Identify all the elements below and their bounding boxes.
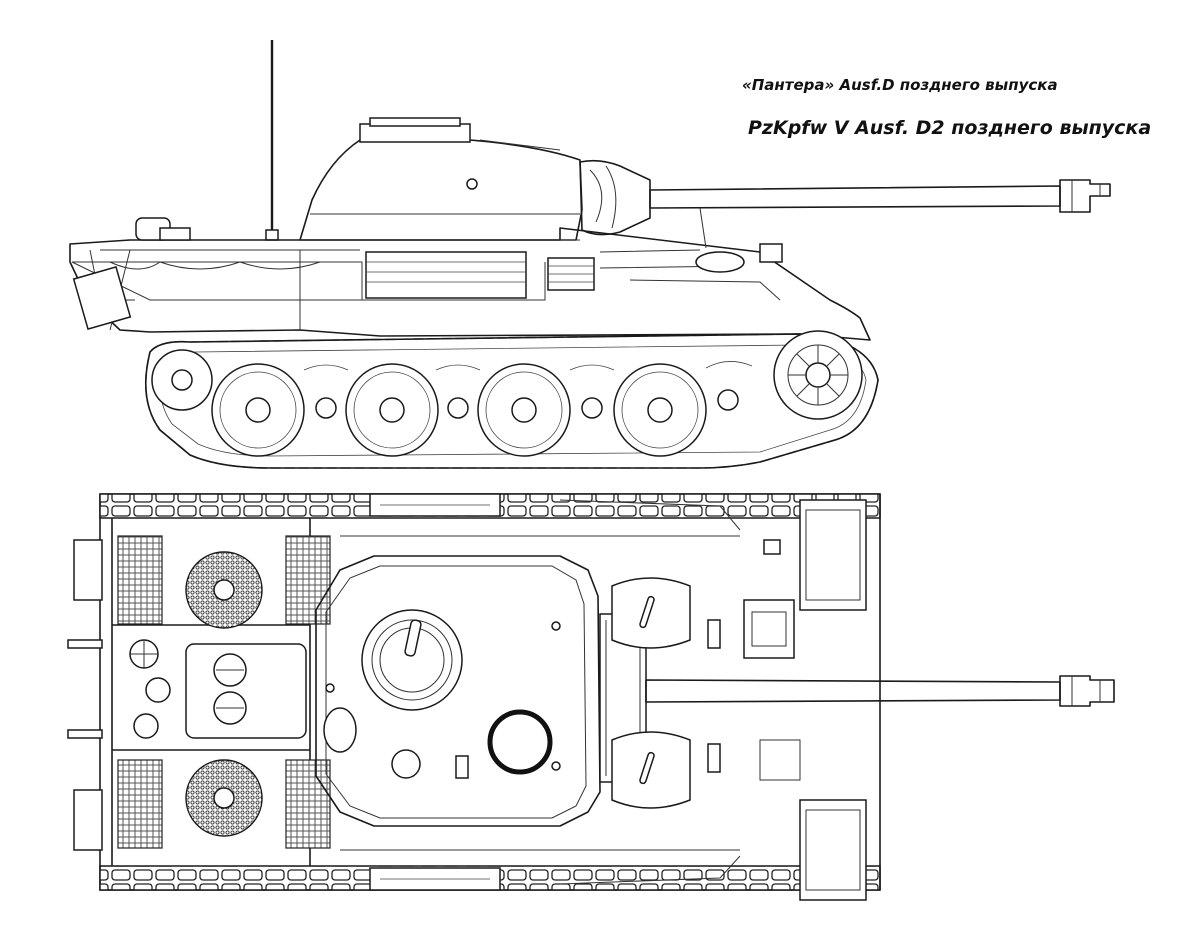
engine-hatch: [185, 643, 307, 739]
loader-hatch: [487, 709, 553, 775]
radio-hatch: [611, 731, 691, 809]
road-wheels-inner: [303, 361, 753, 419]
drive-sprocket: [773, 330, 863, 420]
grille-left-top: [117, 535, 163, 625]
gun-barrel-side: [649, 185, 1061, 209]
idler-wheel: [151, 349, 213, 411]
grille-left-bottom: [117, 759, 163, 849]
commander-cupola-top: [361, 609, 463, 711]
gun-mantlet: [579, 159, 651, 236]
turret-side: [299, 139, 583, 241]
muzzle-brake-top: [1059, 675, 1115, 707]
muzzle-brake-side: [1059, 179, 1111, 213]
side-view: [69, 40, 1111, 469]
turret-top: [315, 555, 601, 827]
road-wheels-outer: [211, 363, 707, 457]
top-view: [67, 493, 1115, 901]
caption-variant-ru: «Пантера» Ausf.D позднего выпуска: [742, 76, 1058, 94]
gun-barrel-top: [645, 679, 1061, 703]
driver-hatch: [611, 577, 691, 649]
caption-designation: PzKpfw V Ausf. D2 позднего выпуска: [748, 117, 1152, 139]
